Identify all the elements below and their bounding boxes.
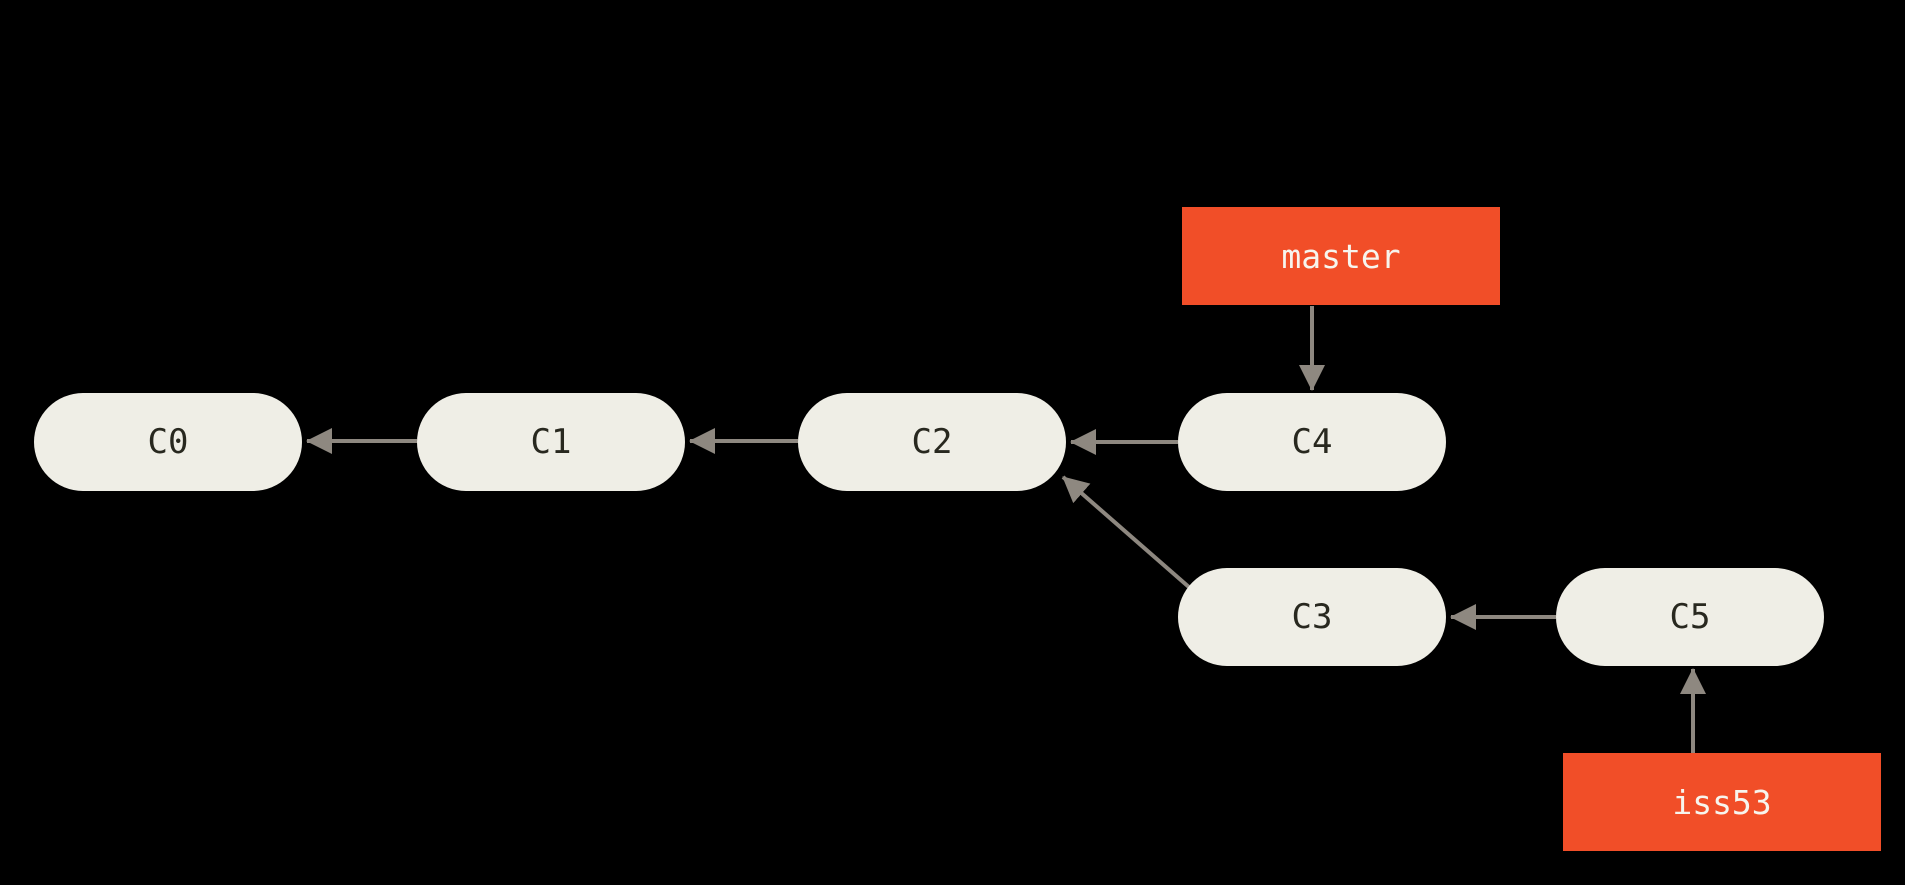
commit-label-c5: C5	[1669, 597, 1711, 637]
branch-label-master-text: master	[1281, 236, 1401, 276]
commit-label-c0: C0	[147, 422, 189, 462]
branch-label-master: master	[1182, 207, 1500, 305]
branch-label-iss53: iss53	[1563, 753, 1881, 851]
commit-node-c2: C2	[798, 393, 1066, 491]
commit-node-c1: C1	[417, 393, 685, 491]
commit-label-c1: C1	[530, 422, 572, 462]
commit-node-c4: C4	[1178, 393, 1446, 491]
commit-label-c3: C3	[1291, 597, 1333, 637]
edge-c3-to-c2	[1061, 475, 1192, 590]
branch-label-iss53-text: iss53	[1672, 782, 1772, 822]
commit-node-c3: C3	[1178, 568, 1446, 666]
commit-node-c0: C0	[34, 393, 302, 491]
commit-label-c4: C4	[1291, 422, 1333, 462]
commit-label-c2: C2	[911, 422, 953, 462]
commit-node-c5: C5	[1556, 568, 1824, 666]
